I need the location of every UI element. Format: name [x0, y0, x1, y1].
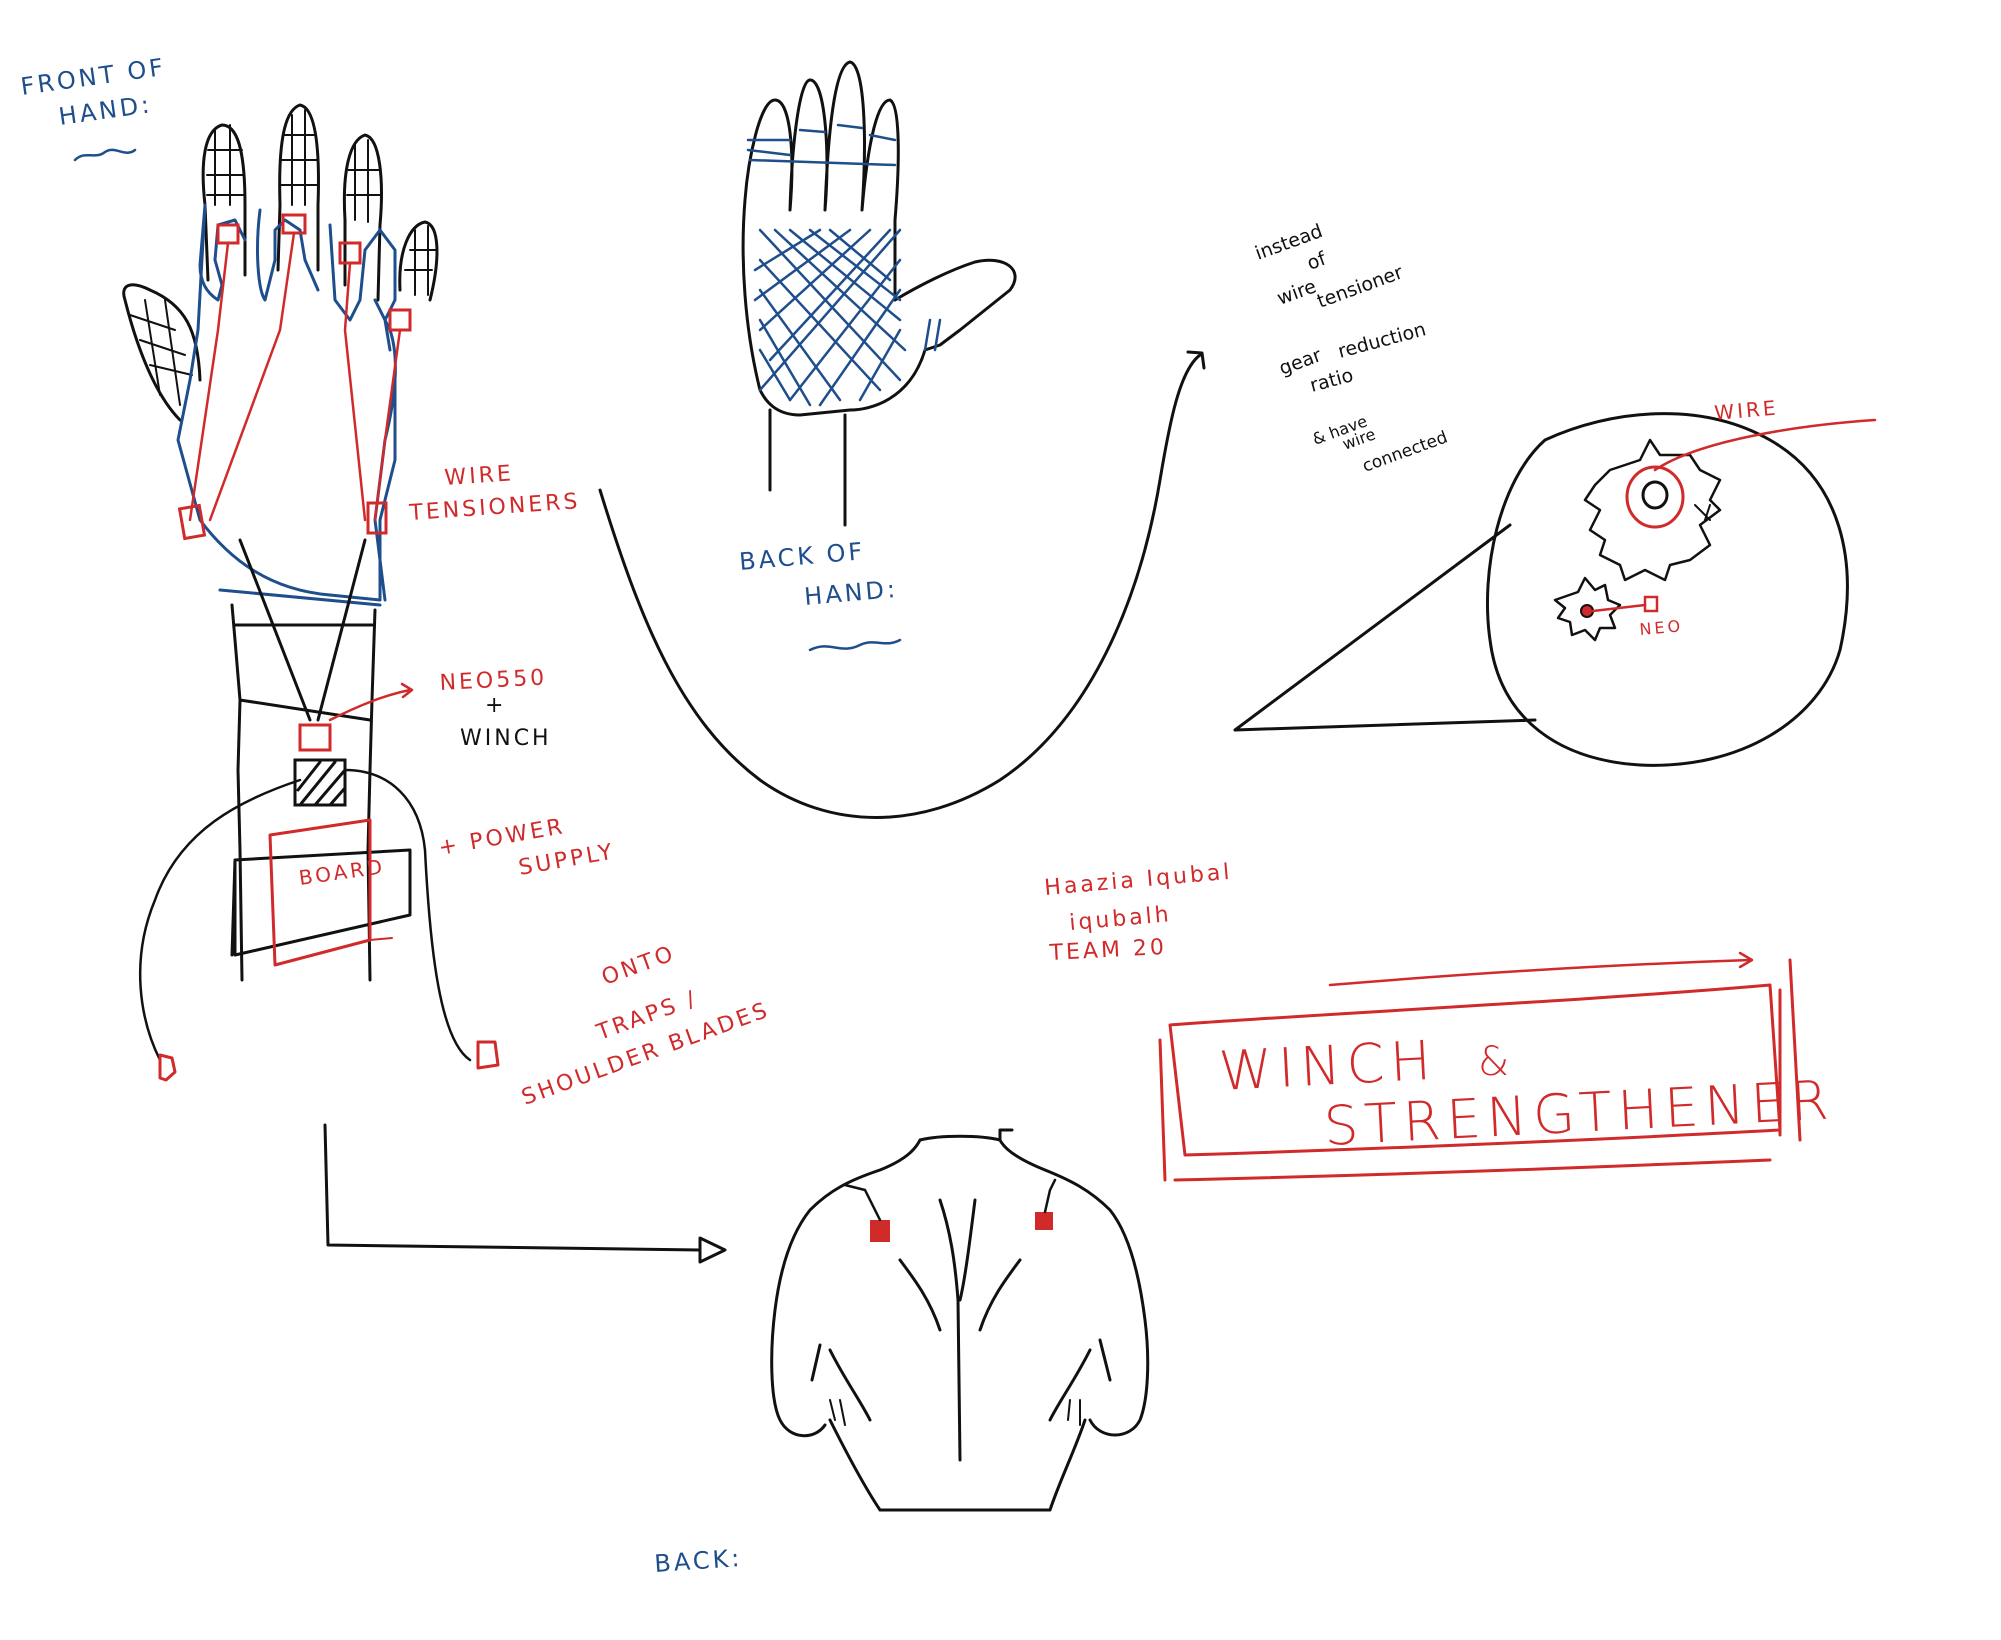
neo-plus-label: + [485, 693, 506, 718]
wire-tensioners-label-1: WIRE [444, 461, 515, 491]
note-line-4: tensioner [1314, 261, 1406, 312]
title-box [1158, 951, 1802, 1182]
back-hand-drawing [598, 60, 1206, 819]
title-ampersand: & [1478, 1039, 1515, 1085]
front-hand-drawing [122, 103, 727, 1264]
author-name: Haazia Iqubal [1043, 860, 1233, 901]
back-of-hand-label-1: BACK OF [738, 537, 866, 576]
wire-tensioner-blocks [177, 501, 388, 541]
back-torso-drawing [770, 1128, 1150, 1512]
neo-label: NEO550 [439, 665, 548, 696]
back-label: BACK: [653, 1544, 743, 1578]
front-of-hand-label-2: HAND: [57, 90, 154, 131]
winch-label: WINCH [460, 726, 552, 751]
neo-motor-box [298, 723, 332, 752]
note-line-2: of [1304, 247, 1330, 274]
back-of-hand-label-2: HAND: [803, 575, 899, 611]
left-shoulder-pad [870, 1220, 890, 1242]
note-line-3: wire [1274, 275, 1319, 309]
onto-label-1: ONTO [599, 941, 679, 991]
team-label: TEAM 20 [1048, 935, 1168, 966]
board-label: BOARD [297, 854, 386, 890]
gear-detail-bubble [1233, 412, 1877, 767]
wire-tensioners-label-2: TENSIONERS [408, 489, 582, 526]
title-winch: WINCH [1217, 1029, 1438, 1103]
back-hand-hatching [746, 123, 942, 407]
power-label-2: SUPPLY [517, 839, 617, 881]
neo-small-label: NEO [1639, 616, 1684, 639]
winch-block [293, 758, 347, 807]
wire-label: WIRE [1713, 395, 1779, 425]
right-shoulder-pad [1035, 1212, 1053, 1230]
author-id: iqubalh [1068, 902, 1172, 936]
note-line-7: ratio [1308, 364, 1356, 397]
note-line-6: reduction [1336, 318, 1429, 363]
